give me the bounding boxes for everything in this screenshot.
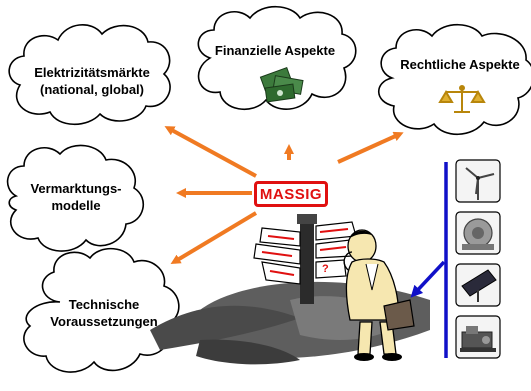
- cloud-finanzielle-aspekte: [197, 6, 357, 110]
- cloud-vermarktungsmodelle: [6, 144, 145, 252]
- label-technische-voraussetzungen: Technische Voraussetzungen: [50, 297, 158, 329]
- money-icon: [259, 66, 304, 103]
- cloud-elektrizitaetsmaerkte: [8, 24, 171, 125]
- solar-panel-icon: [455, 263, 501, 307]
- arrow-to-elektrizitaet: [164, 126, 257, 178]
- wind-turbine-icon: [455, 159, 501, 203]
- signpost: ?: [253, 214, 357, 304]
- engine-icon: [455, 315, 501, 359]
- arrows-orange: [164, 126, 404, 265]
- arrow-to-businessman: [410, 260, 446, 298]
- blue-bracket: [410, 162, 448, 358]
- arrow-to-rechtliche: [337, 131, 404, 164]
- label-rechtliche-aspekte: Rechtliche Aspekte: [400, 57, 520, 72]
- cloud-rechtliche-aspekte: [377, 24, 531, 135]
- scales-icon: [438, 85, 486, 113]
- massig-label: MASSIG: [259, 185, 323, 203]
- hydro-turbine-icon: [455, 211, 501, 255]
- label-elektrizitaetsmaerkte: Elektrizitätsmärkte (national, global): [34, 65, 150, 97]
- massig-box: MASSIG: [254, 181, 328, 207]
- svg-text:?: ?: [322, 263, 329, 275]
- label-finanzielle-aspekte: Finanzielle Aspekte: [214, 43, 336, 58]
- label-vermarktungsmodelle: Vermarktungs- modelle: [30, 181, 122, 213]
- arrow-to-technische: [170, 211, 258, 265]
- businessman-figure: [343, 229, 415, 361]
